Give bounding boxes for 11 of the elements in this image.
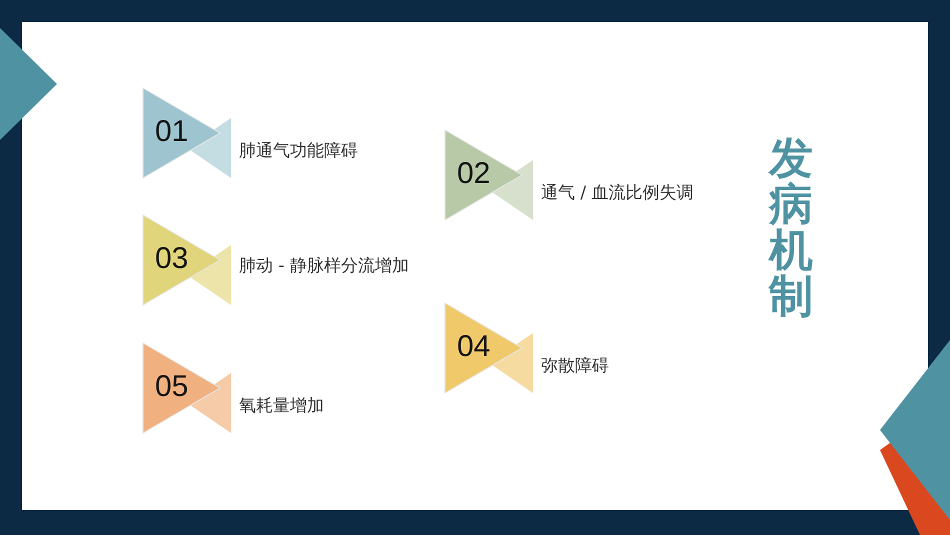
- item-text: 氧耗量增加: [239, 395, 325, 418]
- vertical-title: 发病机制: [767, 136, 814, 320]
- item-text: 弥散障碍: [541, 355, 610, 378]
- item-text: 通气 / 血流比例失调: [541, 182, 695, 205]
- item-number: 04: [457, 329, 490, 365]
- item-number: 05: [155, 369, 188, 405]
- item-number: 03: [155, 241, 188, 277]
- item-number: 02: [457, 156, 490, 192]
- item-text: 肺通气功能障碍: [239, 140, 359, 163]
- item-number: 01: [155, 114, 188, 150]
- item-text: 肺动 - 静脉样分流增加: [239, 255, 409, 278]
